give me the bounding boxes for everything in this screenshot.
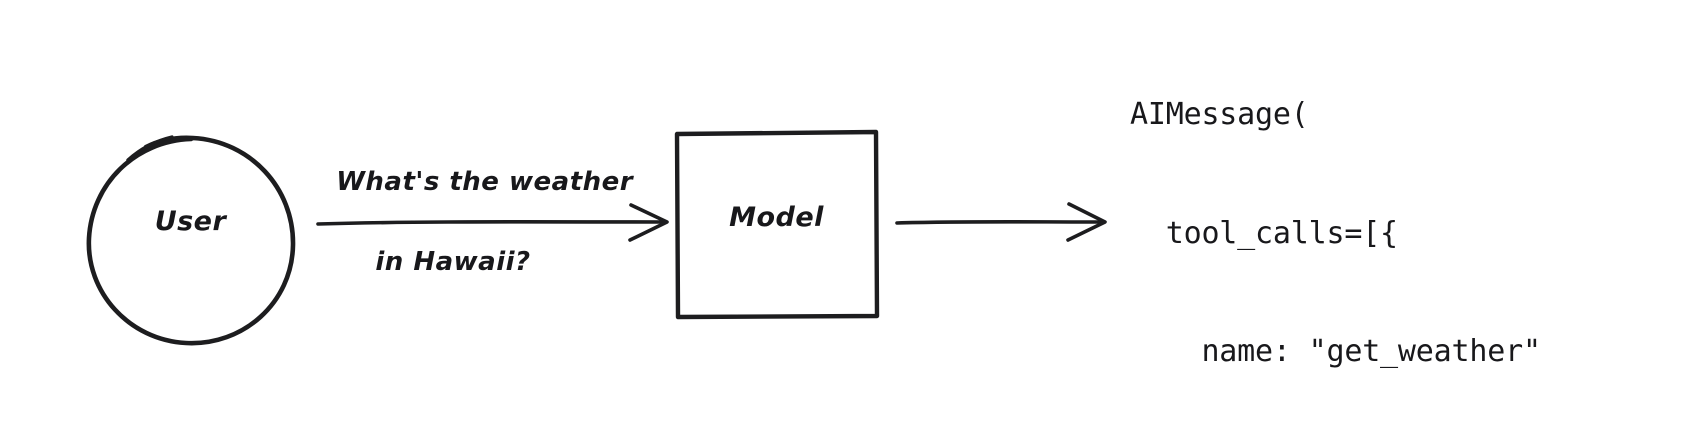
user-node-circle[interactable] <box>86 135 296 346</box>
edge-label-user-to-model: What's the weather in Hawaii? <box>298 122 632 362</box>
code-line: tool_calls=[{ <box>1130 215 1398 251</box>
edge-label-line-2: in Hawaii? <box>375 247 531 277</box>
arrow-user-to-model <box>316 203 669 242</box>
user-node-label: User <box>154 206 227 237</box>
edge-label-line-1: What's the weather <box>336 167 634 197</box>
model-node-box[interactable] <box>674 129 880 320</box>
arrow-model-to-output <box>895 202 1107 242</box>
code-line: name: "get_weather" <box>1130 334 1541 369</box>
model-node-label: Model <box>729 202 824 233</box>
ai-message-code-block: AIMessage( tool_calls=[{ name: "get_weat… <box>1130 16 1577 432</box>
code-line: AIMessage( <box>1130 97 1309 132</box>
